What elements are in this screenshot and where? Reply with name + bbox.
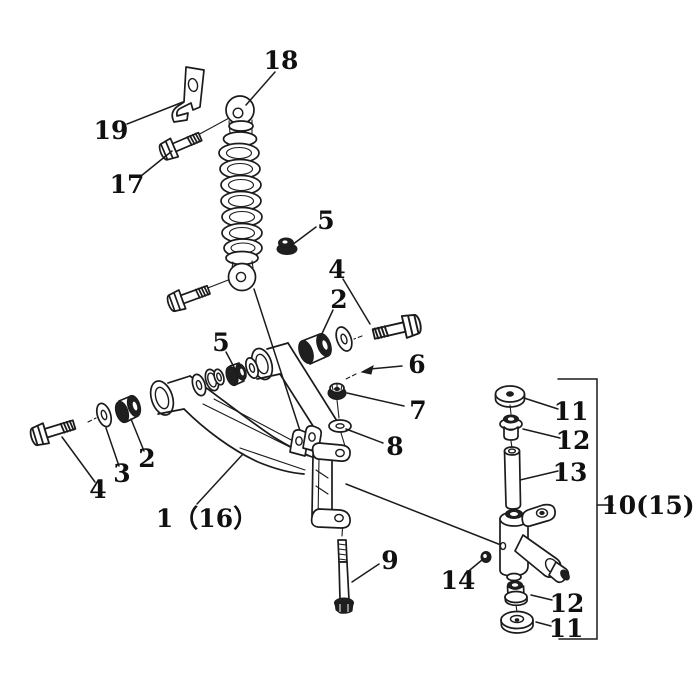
callout-5-mid: 5 <box>212 328 229 357</box>
callout-12-bottom: 12 <box>550 589 585 618</box>
bushing-2-left <box>114 394 142 424</box>
callout-14: 14 <box>441 566 476 595</box>
upper-mount-bracket-19 <box>171 66 205 123</box>
callout-19: 19 <box>94 116 129 145</box>
callout-labels: 18 19 17 5 4 2 5 6 7 11 12 8 2 3 13 4 10… <box>89 46 694 643</box>
washer-upper <box>335 326 353 352</box>
callout-3: 3 <box>113 459 130 488</box>
callout-4-upper: 4 <box>328 255 345 284</box>
group-bracket-10-15 <box>557 378 614 640</box>
kingpin-bracket-bottom-plate <box>310 508 351 529</box>
bolt-4-left <box>27 413 79 449</box>
callout-5-top: 5 <box>317 206 334 235</box>
callout-8: 8 <box>386 432 403 461</box>
grease-screw-14 <box>480 551 492 563</box>
coil-spring <box>218 142 263 258</box>
arrow-head-icon <box>360 365 374 375</box>
kingpin-sleeve-13 <box>503 446 522 510</box>
callout-10-15: 10(15) <box>601 491 694 520</box>
callout-4-left: 4 <box>89 475 106 504</box>
leader-lines <box>61 71 561 627</box>
callout-13: 13 <box>553 458 588 487</box>
callout-11-bottom: 11 <box>549 614 584 643</box>
flange-nut-5-top <box>276 237 298 255</box>
callout-12-top: 12 <box>556 426 591 455</box>
callout-17: 17 <box>110 170 145 199</box>
callout-9: 9 <box>381 546 398 575</box>
washer-rear-inner <box>191 373 207 397</box>
shock-to-arm-line <box>253 288 304 441</box>
spring-bottom-seat <box>225 250 259 266</box>
flange-nut-rear <box>204 368 225 392</box>
pivot-hardware-rear <box>191 311 424 397</box>
stub-axle <box>514 534 570 584</box>
shock-absorber-18 <box>218 95 263 292</box>
callout-7: 7 <box>409 396 426 425</box>
bushing-12-top <box>499 414 523 441</box>
dust-cap-11-bottom <box>500 610 534 634</box>
callout-2-left: 2 <box>138 444 155 473</box>
bushing-12-bottom <box>504 580 528 607</box>
callout-1-16: 1（16） <box>156 504 258 533</box>
callout-18: 18 <box>264 46 299 75</box>
bolt-4-upper <box>370 311 424 346</box>
pivot-hardware-left <box>27 394 142 449</box>
nut-5-mid <box>225 362 247 387</box>
castle-nut-7 <box>327 382 347 400</box>
thrust-washer-11-top <box>494 385 526 408</box>
washer-rear-outer <box>244 357 260 379</box>
kingpin-bolt-9 <box>334 539 354 614</box>
bushing-2-upper <box>298 333 332 365</box>
cotter-pin-arrow-6 <box>343 365 374 381</box>
grease-screw-hole <box>499 541 507 551</box>
washer-3 <box>95 402 113 428</box>
callout-11-top: 11 <box>554 397 589 426</box>
lower-control-arm-1 <box>149 342 351 529</box>
callout-2-upper: 2 <box>330 285 347 314</box>
callout-6: 6 <box>408 350 425 379</box>
lower-shock-bolt <box>164 279 213 315</box>
bolt17-axis-line <box>195 116 232 137</box>
arm-to-knuckle-line <box>345 483 502 546</box>
steering-knuckle-10 <box>499 503 570 584</box>
